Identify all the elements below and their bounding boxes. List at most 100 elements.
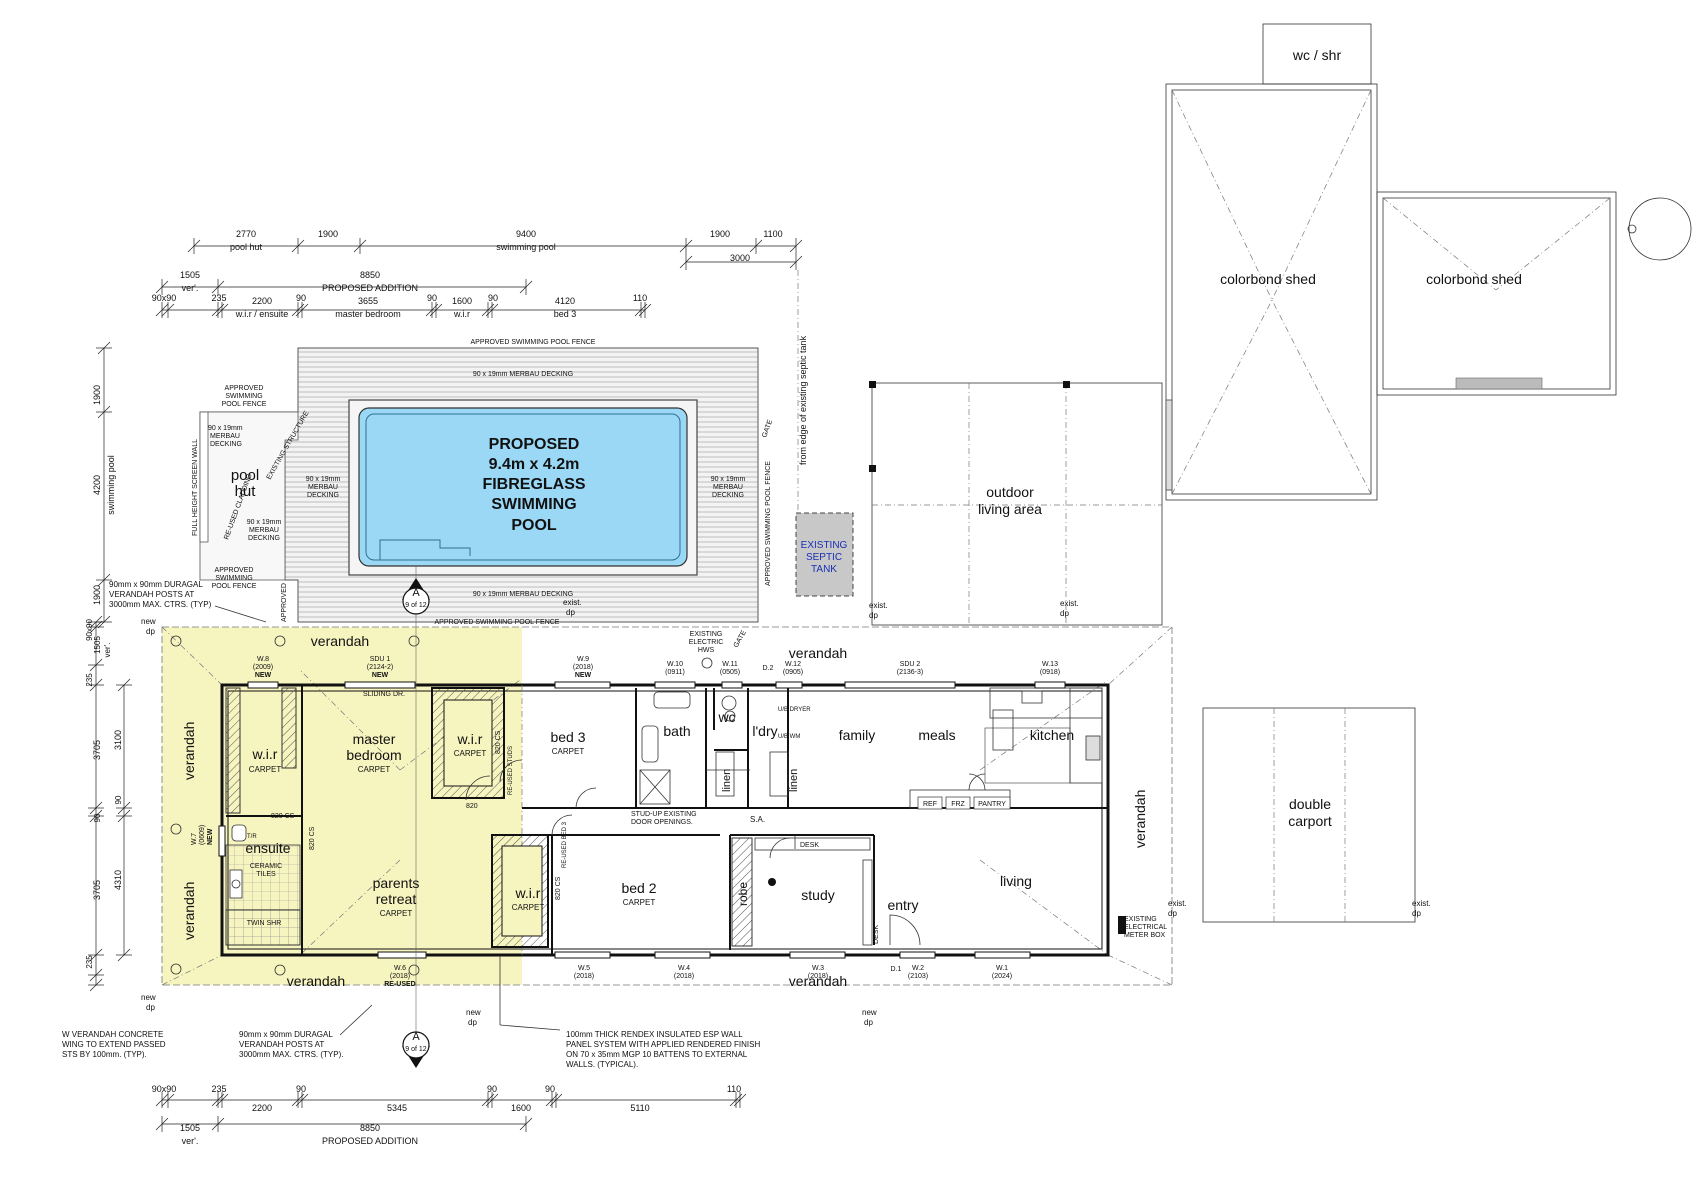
- dim-1900a: 1900: [318, 229, 338, 239]
- house: [161, 565, 1173, 1068]
- entry-label: entry: [887, 897, 918, 913]
- dim-b-5110: 5110: [630, 1103, 649, 1113]
- meter-note-3: METER BOX: [1124, 932, 1166, 939]
- dim-235: 235: [211, 293, 226, 303]
- fence-label-right: APPROVED SWIMMING POOL FENCE: [765, 461, 772, 586]
- bed3-label: bed 3: [550, 729, 585, 745]
- w1-label: W.1: [996, 965, 1008, 972]
- dim-b-235: 235: [211, 1084, 226, 1094]
- twin-shr-label: TWIN SHR: [247, 920, 282, 927]
- dim-l-90a: 90: [93, 813, 102, 822]
- hws-note-2: ELECTRIC: [689, 639, 724, 646]
- dimensions-bottom: 90x90 235 90 90 90 110 2200 5345 1600 51…: [152, 1084, 747, 1146]
- dim-4120: 4120: [555, 296, 575, 306]
- dim-wir-ensuite: w.i.r / ensuite: [235, 309, 289, 319]
- hut-decking-b3: DECKING: [248, 535, 280, 542]
- linen-right-label: linen: [788, 769, 800, 792]
- desk-label-side: DESK: [873, 925, 880, 944]
- d2-label: D.2: [763, 665, 774, 672]
- dim-l-235a: 235: [85, 673, 94, 687]
- ub-wm-label: U/B WM: [778, 734, 800, 740]
- notes: 90mm x 90mm DURAGAL VERANDAH POSTS AT 30…: [62, 580, 1431, 1069]
- wc-shr-label: wc / shr: [1292, 47, 1342, 63]
- hut-decking-2: MERBAU: [210, 433, 240, 440]
- shed-right-label: colorbond shed: [1426, 271, 1522, 287]
- dim-90a: 90: [296, 293, 306, 303]
- dim-l-1900a: 1900: [92, 385, 102, 405]
- pantry-label: PANTRY: [978, 801, 1006, 808]
- outdoor-living-area: outdoor living area: [869, 381, 1163, 626]
- w5-label: W.5: [578, 965, 590, 972]
- fence-note-b2: SWIMMING: [215, 575, 252, 582]
- outdoor-label-2: living area: [978, 501, 1042, 517]
- bed2-carpet: CARPET: [623, 898, 656, 907]
- studup-label-1: STUD-UP EXISTING: [631, 811, 697, 818]
- w9-label: W.9: [577, 656, 589, 663]
- dim-l-1505: 1505: [93, 636, 102, 654]
- dim-b-5345: 5345: [387, 1103, 407, 1113]
- cs-label-wir-bottom: 820 CS: [555, 876, 562, 900]
- w11-label: W.11: [722, 661, 738, 668]
- sdu1-label: SDU 1: [370, 656, 391, 663]
- hut-decking-b2: MERBAU: [249, 527, 279, 534]
- bath-label: bath: [663, 723, 690, 739]
- w5-size: (2018): [574, 973, 594, 980]
- sliding-door-label: SLIDING DR.: [363, 691, 405, 698]
- ub-dryer-label: U/B DRYER: [778, 707, 811, 713]
- gate-label-bottom: GATE: [733, 629, 748, 649]
- verandah-right-label: verandah: [1132, 790, 1148, 848]
- dim-8850: 8850: [360, 270, 380, 280]
- desk-label-top: DESK: [800, 842, 819, 849]
- w7-new: NEW: [207, 828, 214, 845]
- wir-bottom-carpet: CARPET: [512, 903, 545, 912]
- septic-label-3: TANK: [811, 564, 837, 575]
- cs-label-ensuite-v: 820 CS: [309, 826, 316, 850]
- w10-size: (0911): [665, 669, 685, 676]
- hut-decking-1: 90 x 19mm: [208, 425, 243, 432]
- fence-note-3: POOL FENCE: [222, 401, 267, 408]
- dim-l-4310: 4310: [113, 870, 123, 890]
- study-label: study: [801, 887, 834, 903]
- fence-note-2: SWIMMING: [225, 393, 262, 400]
- exist-dp-label-b2: dp: [869, 611, 878, 620]
- w12-size: (0905): [783, 669, 803, 676]
- exist-dp-label-e: exist.: [1412, 899, 1431, 908]
- double-carport: double carport: [1202, 707, 1416, 923]
- decking-label-top: 90 x 19mm MERBAU DECKING: [473, 371, 573, 378]
- left-decking-2: MERBAU: [308, 484, 338, 491]
- hws-note-3: HWS: [698, 647, 715, 654]
- slab-note-2: WING TO EXTEND PASSED: [62, 1040, 166, 1049]
- dim-90b: 90: [427, 293, 437, 303]
- fence-note-b1: APPROVED: [215, 567, 254, 574]
- new-dp-label-b: new: [141, 993, 156, 1002]
- wall-note-2: PANEL SYSTEM WITH APPLIED RENDERED FINIS…: [566, 1040, 760, 1049]
- bed2-label: bed 2: [621, 880, 656, 896]
- section-sheet-bottom: 9 of 12: [405, 1046, 427, 1053]
- section-a-top: A: [412, 587, 420, 599]
- dim-1505: 1505: [180, 270, 200, 280]
- dim-1100: 1100: [763, 229, 782, 239]
- posts-note-1: 90mm x 90mm DURAGAL: [109, 580, 203, 589]
- w11-size: (0505): [720, 669, 740, 676]
- verandah-bottom-right-label: verandah: [789, 973, 847, 989]
- dim-b-2200: 2200: [252, 1103, 272, 1113]
- w6-reused: RE-USED: [384, 981, 416, 988]
- slab-note-1: W VERANDAH CONCRETE: [62, 1030, 163, 1039]
- w7-size: (0609): [199, 825, 206, 845]
- wir-left-label: w.i.r: [252, 746, 278, 762]
- dim-90x90: 90x90: [152, 293, 177, 303]
- exist-dp-label-b: exist.: [869, 601, 888, 610]
- parents-carpet: CARPET: [380, 909, 413, 918]
- ensuite-label: ensuite: [245, 840, 290, 856]
- dim-2770: 2770: [236, 229, 256, 239]
- wir-left-carpet: CARPET: [249, 765, 282, 774]
- studup-label-2: DOOR OPENINGS.: [631, 819, 693, 826]
- verandah-bottom-label: verandah: [287, 973, 345, 989]
- w8-size: (2009): [253, 664, 273, 671]
- dim-90c: 90: [488, 293, 498, 303]
- exist-dp-label-c: exist.: [1060, 599, 1079, 608]
- parents-label-2: retreat: [376, 891, 417, 907]
- new-dp-label-a: new: [141, 617, 156, 626]
- dim-wir: w.i.r: [453, 309, 470, 319]
